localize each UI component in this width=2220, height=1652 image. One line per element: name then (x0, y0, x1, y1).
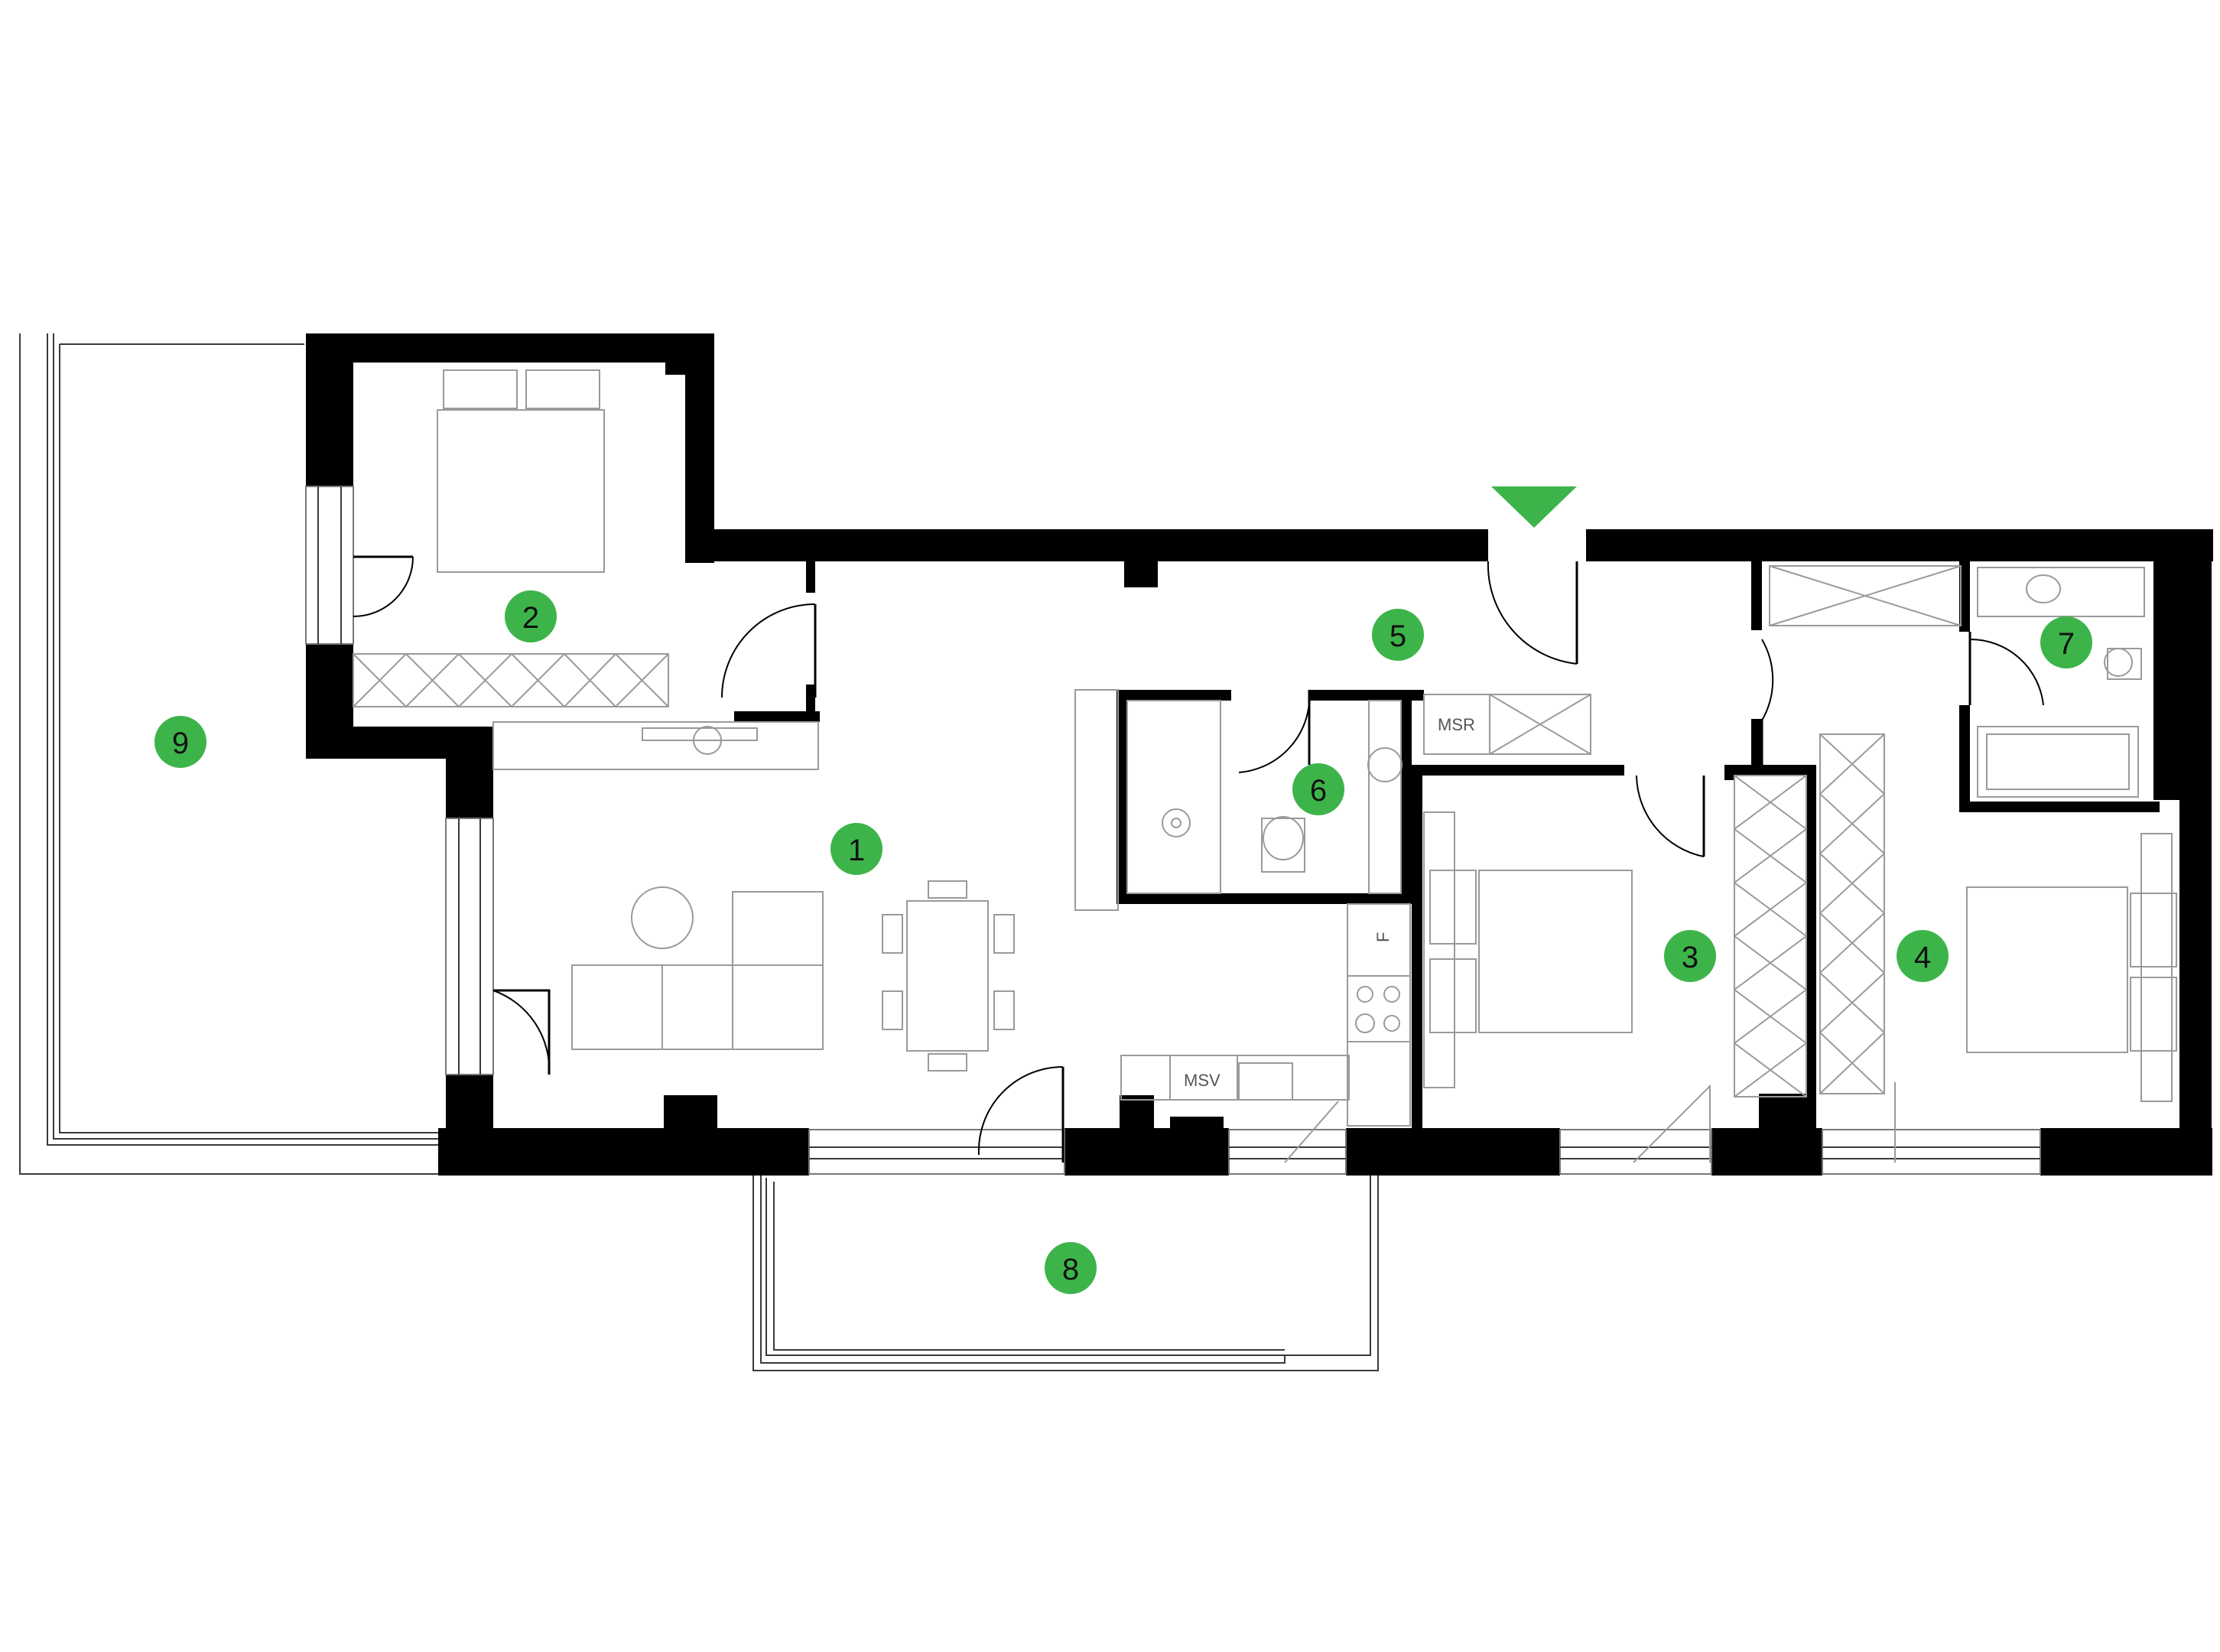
room-number: 1 (848, 834, 865, 867)
room-marker-5: 5 (1372, 609, 1424, 661)
room-number: 4 (1914, 941, 1931, 974)
room-marker-9: 9 (154, 716, 206, 768)
balcony-8 (752, 1174, 1379, 1371)
entrance-triangle-icon (1491, 486, 1577, 528)
room-marker-4: 4 (1897, 930, 1949, 982)
furniture (353, 363, 2177, 1163)
msv-label: MSV (1184, 1071, 1221, 1090)
terrace-9 (19, 333, 438, 1175)
windows (305, 486, 2041, 1175)
room-marker-8: 8 (1045, 1242, 1097, 1294)
room-marker-1: 1 (830, 823, 882, 875)
room-number: 2 (522, 601, 539, 635)
room-number: 9 (172, 727, 189, 760)
room-number: 3 (1682, 941, 1698, 974)
room-number: 8 (1062, 1253, 1079, 1286)
room-number: 5 (1390, 620, 1406, 653)
room-marker-3: 3 (1664, 930, 1716, 982)
room-number: 6 (1310, 774, 1327, 808)
room-number: 7 (2058, 627, 2075, 661)
fridge-label: F (1373, 932, 1393, 942)
room-marker-7: 7 (2040, 616, 2092, 668)
doors (353, 555, 2044, 1163)
room-marker-6: 6 (1292, 763, 1344, 815)
msr-label: MSR (1438, 715, 1475, 734)
room-marker-2: 2 (505, 590, 557, 642)
walls (306, 333, 2213, 1176)
